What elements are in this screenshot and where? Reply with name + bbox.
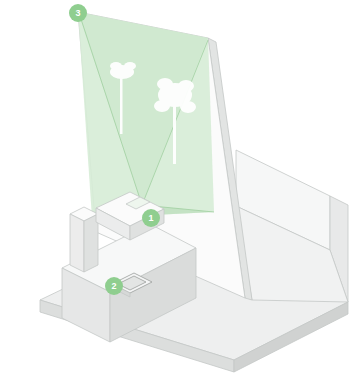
callout-number: 1 [142,209,160,227]
callout-number: 2 [105,277,123,295]
callout-number: 3 [69,4,87,22]
